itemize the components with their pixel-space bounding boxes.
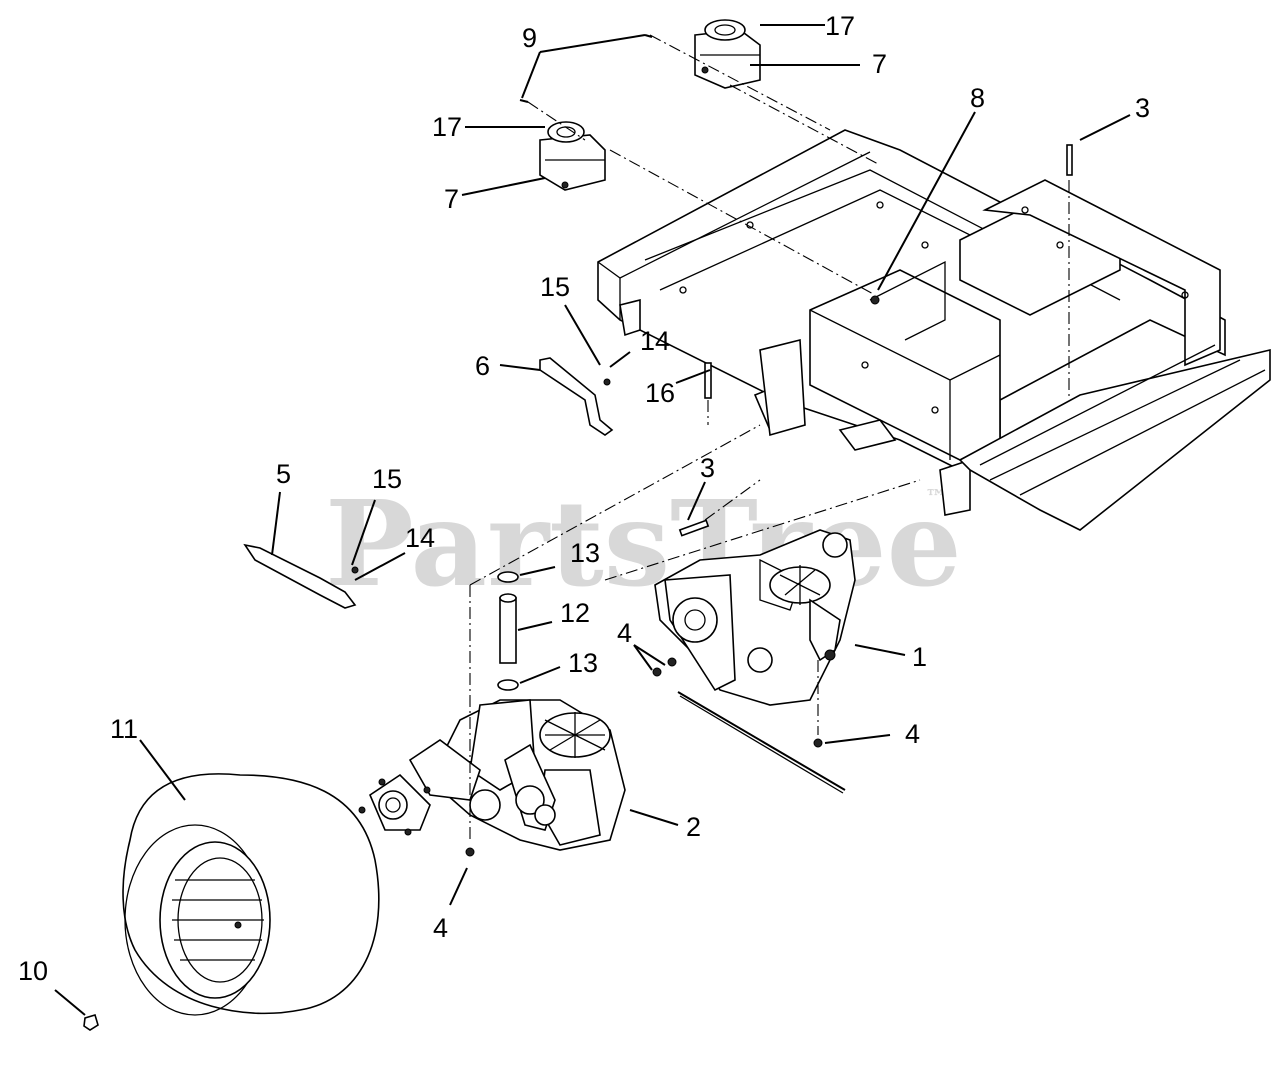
alignment-lines bbox=[469, 34, 1070, 840]
callout-6: 6 bbox=[475, 351, 490, 381]
callout-17-left: 17 bbox=[432, 112, 462, 142]
transaxle-right bbox=[654, 529, 856, 706]
bolt-3-top bbox=[1066, 144, 1073, 176]
transaxle-left bbox=[358, 699, 626, 851]
pump-actuator-top bbox=[694, 19, 761, 89]
bolt-16 bbox=[704, 362, 712, 399]
callout-11: 11 bbox=[110, 714, 138, 744]
callouts: 1 2 3 3 4 4 4 5 6 7 7 8 9 10 11 12 13 13… bbox=[18, 11, 1150, 986]
bolt-3-mid bbox=[678, 519, 710, 537]
bracket-5 bbox=[243, 543, 359, 609]
spacer-tube-12 bbox=[497, 571, 519, 691]
callout-4-bottom: 4 bbox=[433, 913, 448, 943]
callout-15-top: 15 bbox=[540, 272, 570, 302]
callout-17-top: 17 bbox=[825, 11, 855, 41]
rod bbox=[677, 691, 846, 794]
chassis-frame bbox=[597, 129, 1271, 531]
wheel-11 bbox=[122, 773, 380, 1016]
callout-1: 1 bbox=[912, 642, 927, 672]
callout-2: 2 bbox=[686, 812, 701, 842]
callout-15-left: 15 bbox=[372, 464, 402, 494]
callout-3-top: 3 bbox=[1135, 93, 1150, 123]
watermark-text: PartsTree bbox=[325, 474, 962, 613]
callout-9: 9 bbox=[522, 23, 537, 53]
callout-8: 8 bbox=[970, 83, 985, 113]
callout-4-left: 4 bbox=[617, 618, 632, 648]
callout-4-right: 4 bbox=[905, 719, 920, 749]
callout-7-top: 7 bbox=[872, 49, 887, 79]
callout-3-mid: 3 bbox=[700, 453, 715, 483]
callout-10: 10 bbox=[18, 956, 48, 986]
callout-7-left: 7 bbox=[444, 184, 459, 214]
callout-14-top: 14 bbox=[640, 326, 670, 356]
callout-16: 16 bbox=[645, 378, 675, 408]
callout-14-left: 14 bbox=[405, 523, 435, 553]
callout-13-bottom: 13 bbox=[568, 648, 598, 678]
watermark-trademark: ™ bbox=[925, 485, 947, 511]
bolt-9 bbox=[519, 34, 653, 103]
nut-10 bbox=[83, 1014, 99, 1031]
leader-lines bbox=[54, 24, 1131, 1016]
callout-12: 12 bbox=[560, 598, 590, 628]
nuts-4 bbox=[465, 657, 823, 857]
callout-13-top: 13 bbox=[570, 538, 600, 568]
callout-5: 5 bbox=[276, 459, 291, 489]
bracket-6 bbox=[539, 357, 614, 436]
